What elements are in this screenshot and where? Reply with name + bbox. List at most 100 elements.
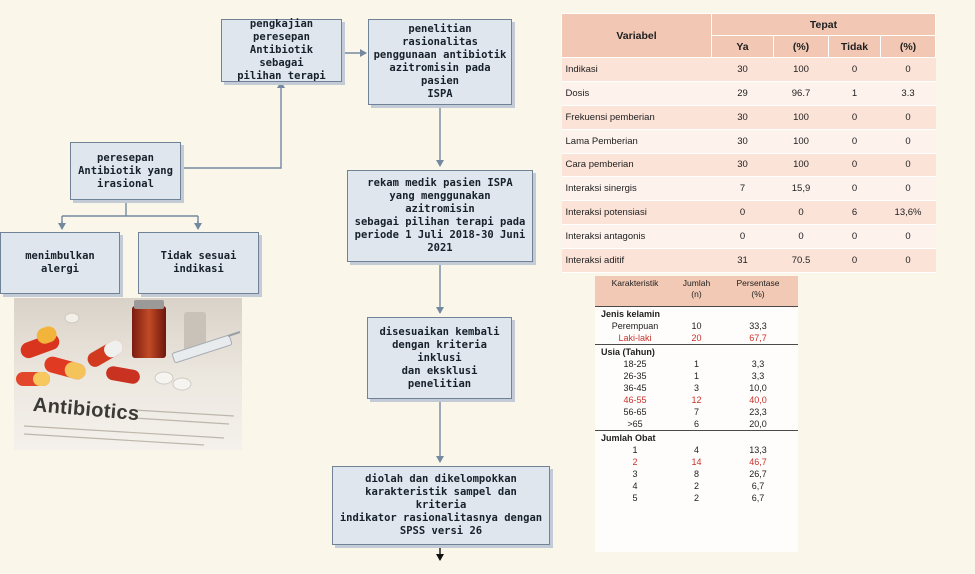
- rationality-table-grid: Variabel Tepat Ya (%) Tidak (%) Indikasi…: [561, 13, 936, 273]
- row-count: 10: [675, 320, 718, 332]
- row-percent: 23,3: [718, 406, 798, 418]
- box-inclusion-criteria: disesuaikan kembali dengan kriteria inkl…: [367, 317, 512, 399]
- row-variable: Indikasi: [562, 58, 712, 82]
- row-characteristic: 46-55: [595, 394, 675, 406]
- row-variable: Frekuensi pemberian: [562, 105, 712, 129]
- vial-icon: [132, 306, 166, 358]
- antibiotics-illustration: [14, 298, 242, 450]
- row-yes-percent: 0: [774, 201, 829, 225]
- row-characteristic: 56-65: [595, 406, 675, 418]
- header-pct-no: (%): [881, 36, 936, 58]
- row-yes-percent: 0: [774, 225, 829, 249]
- row-percent: 67,7: [718, 332, 798, 345]
- row-count: 14: [675, 456, 718, 468]
- row-no-count: 0: [829, 129, 881, 153]
- row-characteristic: >65: [595, 418, 675, 431]
- row-percent: 6,7: [718, 492, 798, 504]
- section-header: Usia (Tahun): [595, 345, 798, 359]
- row-yes-count: 30: [712, 129, 774, 153]
- section-title: Jumlah Obat: [595, 431, 798, 445]
- row-yes-count: 30: [712, 105, 774, 129]
- row-characteristic: Laki-laki: [595, 332, 675, 345]
- row-count: 7: [675, 406, 718, 418]
- row-count: 12: [675, 394, 718, 406]
- row-percent: 46,7: [718, 456, 798, 468]
- row-characteristic: 5: [595, 492, 675, 504]
- row-yes-percent: 15,9: [774, 177, 829, 201]
- row-no-count: 0: [829, 249, 881, 273]
- table-row: Interaksi sinergis715,900: [562, 177, 936, 201]
- antibiotics-photo: Antibiotics: [14, 298, 242, 450]
- row-characteristic: 3: [595, 468, 675, 480]
- row-count: 1: [675, 370, 718, 382]
- section-header: Jumlah Obat: [595, 431, 798, 445]
- row-yes-count: 30: [712, 58, 774, 82]
- row-yes-count: 0: [712, 201, 774, 225]
- row-yes-percent: 100: [774, 153, 829, 177]
- box-allergy: menimbulkan alergi: [0, 232, 120, 294]
- row-no-percent: 0: [881, 225, 936, 249]
- row-no-count: 0: [829, 58, 881, 82]
- row-count: 1: [675, 358, 718, 370]
- box-data-processing: diolah dan dikelompokkan karakteristik s…: [332, 466, 550, 545]
- row-yes-percent: 100: [774, 58, 829, 82]
- row-variable: Interaksi antagonis: [562, 225, 712, 249]
- table-row: Indikasi3010000: [562, 58, 936, 82]
- row-yes-count: 7: [712, 177, 774, 201]
- row-variable: Lama Pemberian: [562, 129, 712, 153]
- row-no-percent: 0: [881, 105, 936, 129]
- row-count: 4: [675, 444, 718, 456]
- row-no-percent: 0: [881, 249, 936, 273]
- row-yes-count: 29: [712, 81, 774, 105]
- arrow-irrational-to-branches: [62, 200, 198, 228]
- row-yes-count: 30: [712, 153, 774, 177]
- row-percent: 13,3: [718, 444, 798, 456]
- row-count: 20: [675, 332, 718, 345]
- row-yes-percent: 100: [774, 105, 829, 129]
- header-correct: Tepat: [712, 14, 936, 36]
- arrow-irrational-to-prescribing: [181, 82, 281, 168]
- table-row: Interaksi potensiasi00613,6%: [562, 201, 936, 225]
- row-characteristic: 4: [595, 480, 675, 492]
- row-no-percent: 0: [881, 58, 936, 82]
- header-pct-yes: (%): [774, 36, 829, 58]
- row-characteristic: 26-35: [595, 370, 675, 382]
- row-characteristic: 18-25: [595, 358, 675, 370]
- rationality-table: Variabel Tepat Ya (%) Tidak (%) Indikasi…: [561, 13, 935, 273]
- table-row: Interaksi aditif3170.500: [562, 249, 936, 273]
- row-percent: 40,0: [718, 394, 798, 406]
- row-yes-count: 31: [712, 249, 774, 273]
- row-count: 2: [675, 492, 718, 504]
- row-characteristic: 1: [595, 444, 675, 456]
- characteristics-table-body: Jenis kelaminPerempuan1033,3Laki-laki206…: [595, 307, 798, 505]
- row-no-count: 0: [829, 225, 881, 249]
- row-percent: 10,0: [718, 382, 798, 394]
- row-yes-percent: 100: [774, 129, 829, 153]
- box-irrational-prescribing: peresepan Antibiotik yang irasional: [70, 142, 181, 200]
- row-variable: Interaksi sinergis: [562, 177, 712, 201]
- row-no-percent: 0: [881, 129, 936, 153]
- row-percent: 33,3: [718, 320, 798, 332]
- row-percent: 20,0: [718, 418, 798, 431]
- box-medical-records: rekam medik pasien ISPA yang menggunakan…: [347, 170, 533, 262]
- row-variable: Interaksi aditif: [562, 249, 712, 273]
- row-percent: 3,3: [718, 370, 798, 382]
- row-variable: Interaksi potensiasi: [562, 201, 712, 225]
- characteristics-table: Karakteristik Jumlah (n) Persentase (%) …: [595, 276, 798, 552]
- box-prescribing-review: pengkajian peresepan Antibiotik sebagai …: [221, 19, 342, 82]
- row-variable: Dosis: [562, 81, 712, 105]
- row-variable: Cara pemberian: [562, 153, 712, 177]
